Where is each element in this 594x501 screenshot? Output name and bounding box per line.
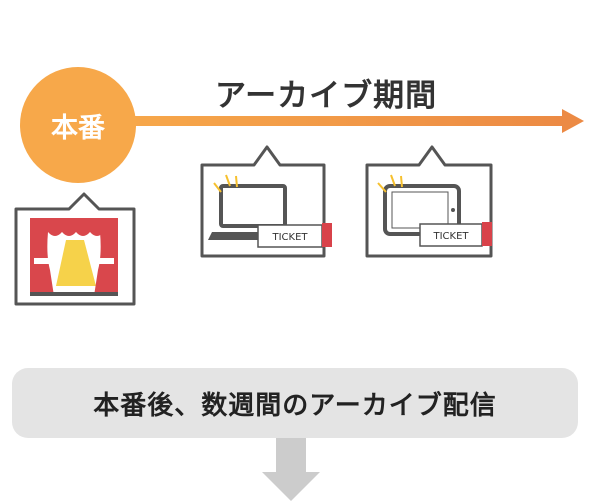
ticket-icon: TICKET	[257, 223, 332, 248]
ticket-label: TICKET	[271, 232, 308, 243]
banner-text: 本番後、数週間のアーカイブ配信	[93, 390, 497, 421]
live-performance-circle: 本番	[20, 67, 136, 183]
ticket-label: TICKET	[432, 231, 469, 242]
archive-period-heading: アーカイブ期間	[215, 78, 438, 114]
ticket-icon: TICKET	[419, 222, 492, 247]
live-label: 本番	[51, 112, 105, 144]
archive-banner	[12, 368, 578, 438]
archive-banner-text: 本番後、数週間のアーカイブ配信	[12, 368, 578, 438]
